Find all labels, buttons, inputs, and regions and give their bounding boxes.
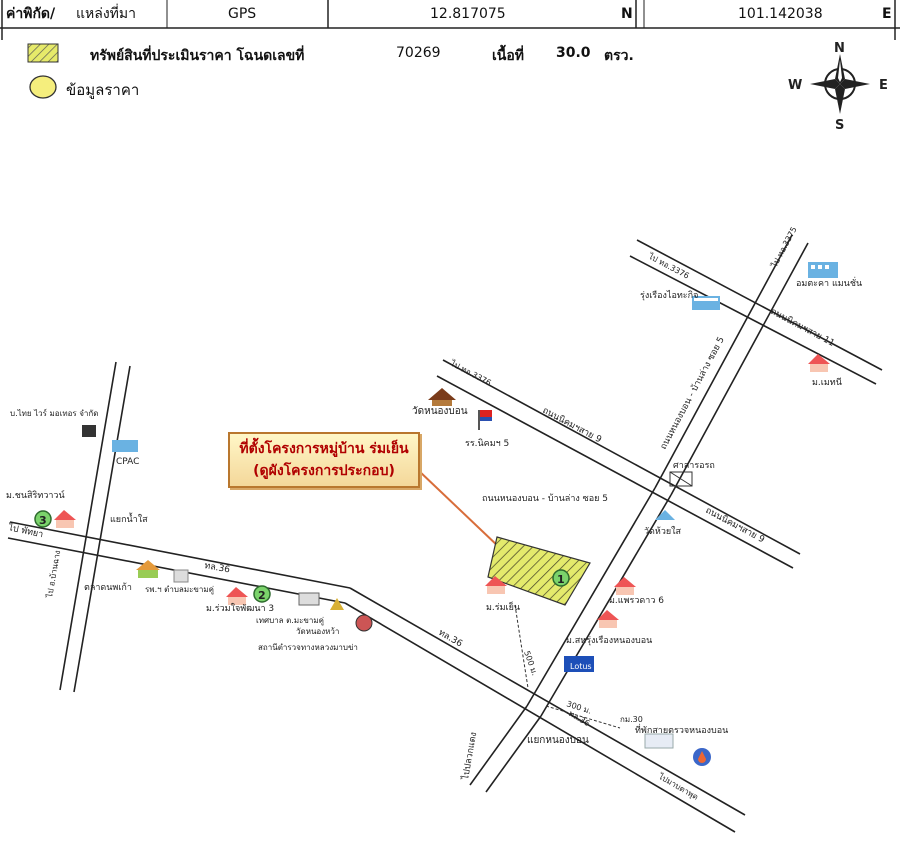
gas-station-icon	[693, 748, 711, 766]
svg-text:1: 1	[557, 573, 565, 586]
label-to-3375: ไป ทอ.3375	[769, 225, 798, 270]
label-market: ตลาดนพเก้า	[84, 582, 132, 593]
house-icon	[597, 610, 619, 628]
label-sala: ศาลารอรถ	[673, 461, 715, 471]
label-to-pluakdaeng: ไปปลวกแดง	[460, 731, 479, 781]
building-icon	[808, 262, 838, 278]
label-police-station: สถานีตำรวจทางหลวงมาบข่า	[258, 643, 358, 652]
hospital-icon	[173, 569, 189, 583]
bus-stop-icon	[669, 471, 693, 487]
label-ptt-station: ที่พักสายตรวจหนองบอน	[635, 723, 728, 736]
marker-1: 1	[552, 569, 570, 587]
government-icon	[298, 592, 320, 606]
price-circle-icon	[29, 75, 57, 99]
label-school-nikom5: รร.นิคมฯ 5	[465, 438, 509, 449]
lotus-store-icon	[564, 656, 594, 672]
legend-property-label: ทรัพย์สินที่ประเมินราคา โฉนดเลขที่	[90, 48, 305, 64]
label-mo-methani: ม.เมทนี	[812, 377, 842, 388]
factory-icon	[82, 425, 96, 437]
label-hospital: รพ.ฯ ตำบลมะขามคู่	[145, 585, 214, 595]
temple-icon	[655, 510, 675, 520]
label-mo-phraowan6: ม.แพรวดาว 6	[609, 596, 664, 606]
property-parcel	[487, 536, 591, 606]
label-mo-sahaburi: ม.สหรุ่งเรืองหนองบอน	[566, 635, 652, 646]
label-rungruang: รุ่งเรืองไอทะกิจ	[640, 290, 698, 301]
label-nikom-9-upper: ถนนนิคมฯสาย 9	[541, 405, 604, 446]
legend-price-label: ข้อมูลราคา	[66, 81, 140, 99]
compass-n: N	[834, 41, 845, 56]
legend-area-unit: ตรว.	[604, 48, 634, 64]
label-junction-nampai: แยกน้ำใส	[110, 512, 148, 525]
police-icon	[644, 733, 674, 749]
latitude-dir: N	[621, 6, 633, 22]
road-network	[7, 234, 883, 833]
longitude-value: 101.142038	[738, 6, 823, 22]
school-flag-icon	[478, 410, 492, 430]
label-wat-nongwa: วัดหนองหว้า	[296, 627, 339, 636]
house-icon	[54, 510, 76, 528]
compass-s: S	[835, 118, 844, 133]
label-tessaban: เทศบาล ต.มะขามคู่	[256, 616, 324, 626]
longitude-dir: E	[882, 6, 892, 22]
label-nikom-11: ถนนนิคมฯสาย 11	[769, 306, 837, 349]
house-icon	[808, 354, 830, 372]
callout-subtitle: (ดูผังโครงการประกอบ)	[253, 463, 395, 479]
source-label: แหล่งที่มา	[76, 6, 136, 22]
legend-deed-number: 70269	[396, 45, 441, 61]
label-bthai: บ.ไทย ไวร์ มอเทอร จำกัด	[10, 408, 98, 418]
legend-symbols	[27, 43, 59, 99]
label-wat-huaisai: วัดห้วยใส	[644, 526, 682, 537]
label-junction-nongbon: แยกหนองบอน	[527, 735, 589, 746]
coordinates-header: ค่าพิกัด/ แหล่งที่มา GPS 12.817075 N 101…	[0, 0, 900, 40]
project-callout: ที่ตั้งโครงการหมู่บ้าน ร่มเย็น (ดูผังโคร…	[228, 432, 420, 488]
building-icon	[112, 440, 138, 452]
temple-icon	[428, 388, 456, 406]
distance-500m: 500 ม.	[522, 650, 539, 677]
marker-3: 3	[34, 510, 52, 528]
property-hatch-icon	[27, 43, 59, 63]
house-icon	[226, 587, 248, 605]
label-tl36-a: ทล.36	[203, 561, 230, 575]
latitude-value: 12.817075	[430, 6, 506, 22]
label-amata-mansion: อมตะคา แมนชั่น	[796, 276, 862, 289]
svg-text:2: 2	[258, 589, 266, 602]
label-lotus: Lotus	[570, 662, 592, 671]
source-value: GPS	[228, 6, 257, 22]
label-to-banchang: ไป อ.บ้านฉาง	[45, 550, 62, 600]
label-mo-ruamjai3: ม.ร่วมใจพัฒนา 3	[206, 603, 274, 614]
house-icon	[485, 576, 507, 594]
police-icon	[355, 614, 373, 632]
label-to-3376-mid: ไป ทอ.3376	[448, 358, 493, 387]
svg-text:3: 3	[39, 514, 47, 527]
legend-area-value: 30.0	[556, 45, 591, 61]
compass-rose-icon: N S W E	[788, 41, 888, 133]
market-icon	[136, 560, 160, 578]
callout-title: ที่ตั้งโครงการหมู่บ้าน ร่มเย็น	[239, 441, 409, 457]
factory-icon	[692, 296, 720, 310]
label-mo-chonsiri: ม.ชนสิริทวาวน์	[6, 489, 65, 501]
compass-w: W	[788, 78, 802, 93]
label-nongbon-soi5: ถนนหนองบอน - บ้านล่าง ซอย 5	[482, 493, 608, 504]
header-grid	[0, 0, 900, 40]
marker-2: 2	[253, 585, 271, 603]
coord-label: ค่าพิกัด/	[6, 6, 56, 22]
house-icon	[614, 577, 636, 595]
label-km30: กม.30	[620, 715, 643, 724]
label-mo-romyen: ม.ร่มเย็น	[486, 600, 520, 613]
label-wat-nongbon: วัดหนองบอน	[412, 406, 468, 417]
label-cpac: CPAC	[116, 457, 139, 467]
compass-e: E	[879, 78, 888, 93]
label-nongbon-soi5-vertical: ถนนหนองบอน - บ้านล่าง ซอย 5	[658, 335, 727, 451]
legend-area-label: เนื้อที่	[492, 48, 524, 64]
temple-icon	[330, 598, 344, 610]
